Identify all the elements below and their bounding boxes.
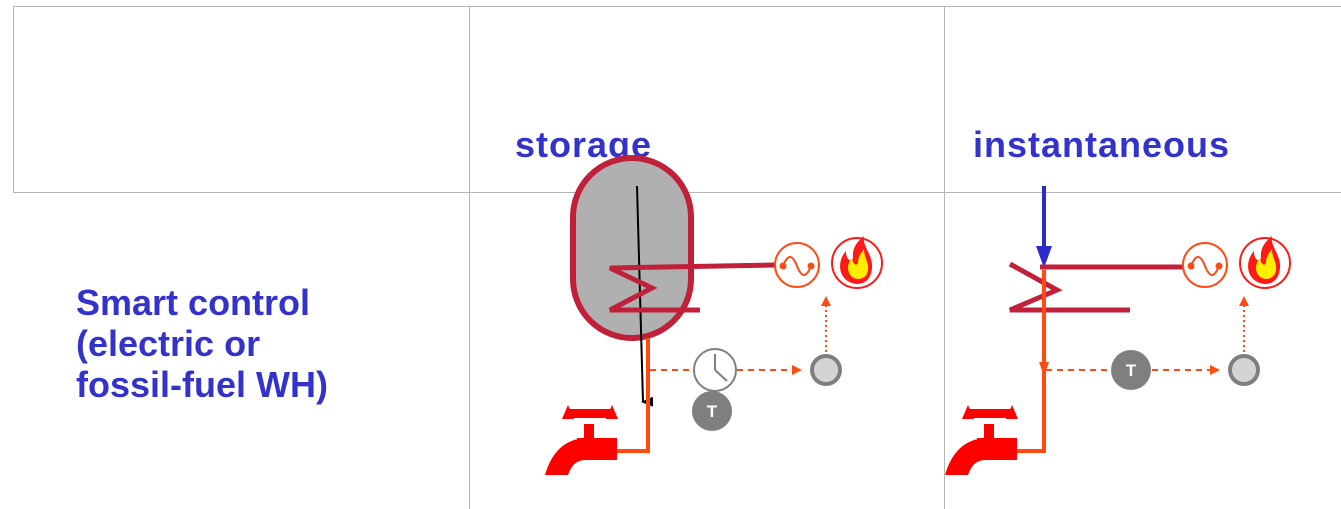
flame-icon xyxy=(831,236,883,289)
electric-supply-icon xyxy=(1182,242,1228,288)
pipe-flow-arrow xyxy=(1039,362,1049,376)
thermostat-label: T xyxy=(707,402,718,421)
row-label-line-1: Smart control xyxy=(76,282,311,323)
water-tap-icon xyxy=(945,405,1018,475)
thermostat-icon: T xyxy=(1111,350,1151,390)
heating-coil-icon xyxy=(1008,261,1183,313)
water-tap-icon xyxy=(545,405,618,475)
thermostat-label: T xyxy=(1126,361,1137,380)
row-label-line-3: fossil-fuel WH) xyxy=(76,364,328,405)
thermostat-icon: T xyxy=(692,391,732,431)
row-label-smart-control: Smart control (electric or fossil-fuel W… xyxy=(76,282,328,405)
row-label-line-2: (electric or xyxy=(76,323,261,364)
storage-diagram: T xyxy=(545,155,883,475)
electric-supply-icon xyxy=(774,242,820,288)
hot-water-pipe xyxy=(1016,270,1046,453)
heating-coil-icon xyxy=(608,262,776,313)
clock-timer-icon xyxy=(693,348,737,392)
column-divider-1 xyxy=(469,6,470,509)
controller-icon xyxy=(810,354,842,386)
controller-icon xyxy=(1228,354,1260,386)
column-header-instantaneous: instantaneous xyxy=(973,124,1231,165)
cold-water-inlet-arrow-icon xyxy=(1036,186,1052,268)
instantaneous-diagram: T xyxy=(945,186,1291,475)
table-top-border xyxy=(13,6,1341,7)
flame-icon xyxy=(1239,236,1291,289)
water-tank-icon xyxy=(570,155,694,341)
hot-water-pipe xyxy=(616,338,650,453)
table-left-border xyxy=(13,6,14,193)
column-divider-2 xyxy=(944,6,945,509)
